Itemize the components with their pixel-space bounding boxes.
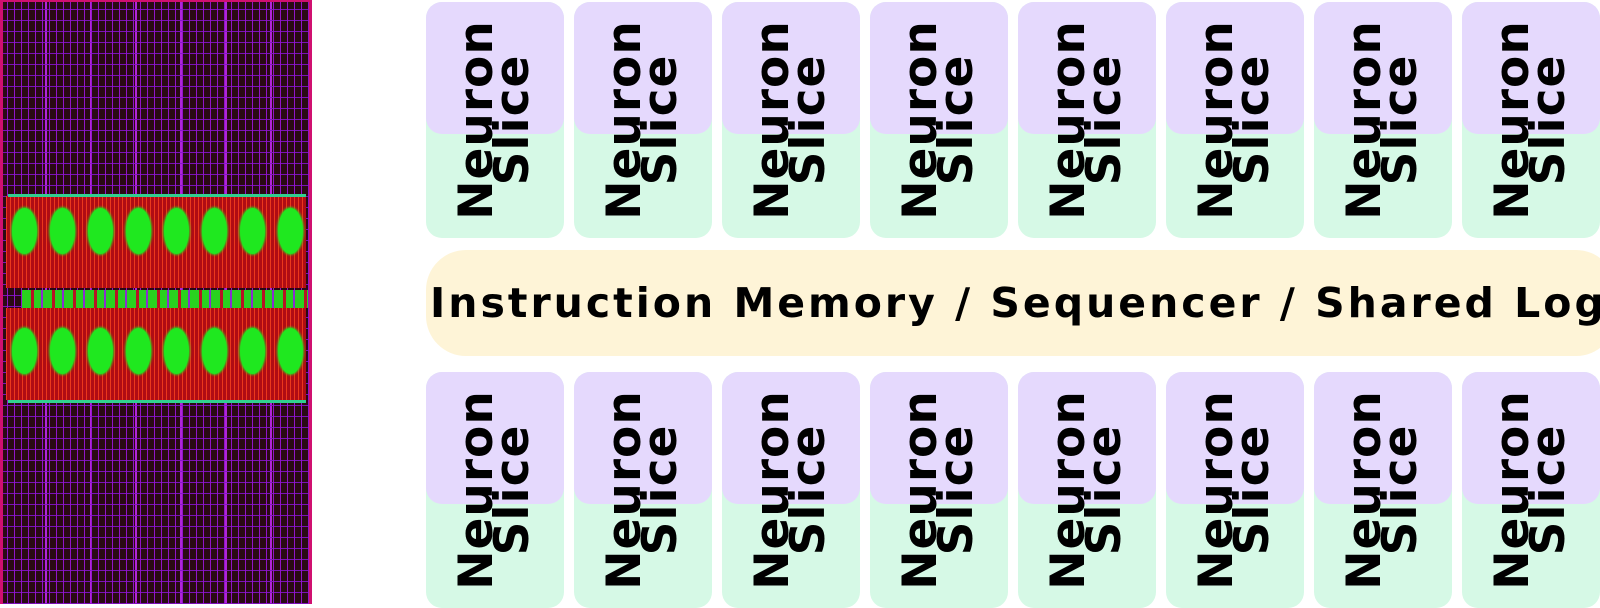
- chip-neuron-cell-lower: [12, 328, 37, 374]
- chip-shared-logic-strip: [22, 290, 308, 308]
- chip-neuron-cell-lower: [240, 328, 265, 374]
- neuron-slice: Neuron Slice: [1314, 372, 1452, 608]
- neuron-slice-upper-half: [870, 2, 1008, 134]
- neuron-slice: Neuron Slice: [1018, 2, 1156, 238]
- neuron-slice-label: Neuron Slice: [1485, 390, 1576, 590]
- neuron-slice-upper-half: [1166, 372, 1304, 504]
- chip-top-edge: [0, 0, 312, 2]
- neuron-slice-label: Neuron Slice: [1041, 20, 1132, 220]
- chip-rail-top: [8, 194, 306, 197]
- neuron-slice-label: Neuron Slice: [1337, 20, 1428, 220]
- chip-neuron-cell-lower: [278, 328, 303, 374]
- shared-logic-block: Instruction Memory / Sequencer / Shared …: [426, 250, 1600, 356]
- neuron-slice: Neuron Slice: [1314, 2, 1452, 238]
- chip-neuron-cell-upper: [50, 208, 75, 254]
- neuron-slice: Neuron Slice: [574, 372, 712, 608]
- neuron-slice-upper-half: [722, 2, 860, 134]
- neuron-slice: Neuron Slice: [426, 372, 564, 608]
- chip-neuron-cell-upper: [278, 208, 303, 254]
- neuron-slice: Neuron Slice: [722, 372, 860, 608]
- neuron-slice-upper-half: [574, 2, 712, 134]
- neuron-slice-label: Neuron Slice: [449, 20, 540, 220]
- neuron-slice-upper-half: [1314, 372, 1452, 504]
- neuron-slice: Neuron Slice: [1018, 372, 1156, 608]
- neuron-slice-label: Neuron Slice: [893, 390, 984, 590]
- shared-logic-label: Instruction Memory / Sequencer / Shared …: [430, 279, 1600, 327]
- neuron-slice: Neuron Slice: [722, 2, 860, 238]
- neuron-slice: Neuron Slice: [574, 2, 712, 238]
- neuron-slice-upper-half: [1462, 372, 1600, 504]
- neuron-slice-label: Neuron Slice: [745, 390, 836, 590]
- chip-neuron-cell-lower: [50, 328, 75, 374]
- neuron-slice-label: Neuron Slice: [597, 390, 688, 590]
- chip-neuron-cell-upper: [202, 208, 227, 254]
- neuron-slice-upper-half: [1018, 2, 1156, 134]
- neuron-slice: Neuron Slice: [1166, 2, 1304, 238]
- neuron-slice-label: Neuron Slice: [1337, 390, 1428, 590]
- chip-neuron-cell-lower: [202, 328, 227, 374]
- neuron-slice-upper-half: [426, 2, 564, 134]
- chip-neuron-cell-upper: [12, 208, 37, 254]
- neuron-slice: Neuron Slice: [1462, 372, 1600, 608]
- neuron-slice-label: Neuron Slice: [1041, 390, 1132, 590]
- neuron-slice-label: Neuron Slice: [1485, 20, 1576, 220]
- neuron-slice-label: Neuron Slice: [449, 390, 540, 590]
- neuron-slice-upper-half: [1018, 372, 1156, 504]
- neuron-slice-label: Neuron Slice: [1189, 390, 1280, 590]
- chip-neuron-cell-upper: [240, 208, 265, 254]
- neuron-slice-upper-half: [1166, 2, 1304, 134]
- neuron-slice: Neuron Slice: [870, 2, 1008, 238]
- neuron-slice-label: Neuron Slice: [893, 20, 984, 220]
- neuron-slice-upper-half: [426, 372, 564, 504]
- chip-neuron-cell-lower: [164, 328, 189, 374]
- chip-left-edge: [0, 0, 3, 604]
- neuron-slice-upper-half: [1462, 2, 1600, 134]
- neuron-slice: Neuron Slice: [870, 372, 1008, 608]
- chip-neuron-cell-upper: [88, 208, 113, 254]
- neuron-slice: Neuron Slice: [426, 2, 564, 238]
- neuron-slice-upper-half: [722, 372, 860, 504]
- neuron-slice-label: Neuron Slice: [1189, 20, 1280, 220]
- neuron-slice: Neuron Slice: [1462, 2, 1600, 238]
- chip-layout-image: [0, 0, 312, 604]
- chip-neuron-cell-upper: [164, 208, 189, 254]
- neuron-slice-upper-half: [1314, 2, 1452, 134]
- chip-rail-bottom: [8, 400, 306, 403]
- chip-neuron-cell-lower: [126, 328, 151, 374]
- chip-neuron-cell-lower: [88, 328, 113, 374]
- neuron-slice-upper-half: [574, 372, 712, 504]
- neuron-slice-label: Neuron Slice: [597, 20, 688, 220]
- neuron-slice: Neuron Slice: [1166, 372, 1304, 608]
- neuron-slice-label: Neuron Slice: [745, 20, 836, 220]
- neuron-slice-upper-half: [870, 372, 1008, 504]
- chip-neuron-cell-upper: [126, 208, 151, 254]
